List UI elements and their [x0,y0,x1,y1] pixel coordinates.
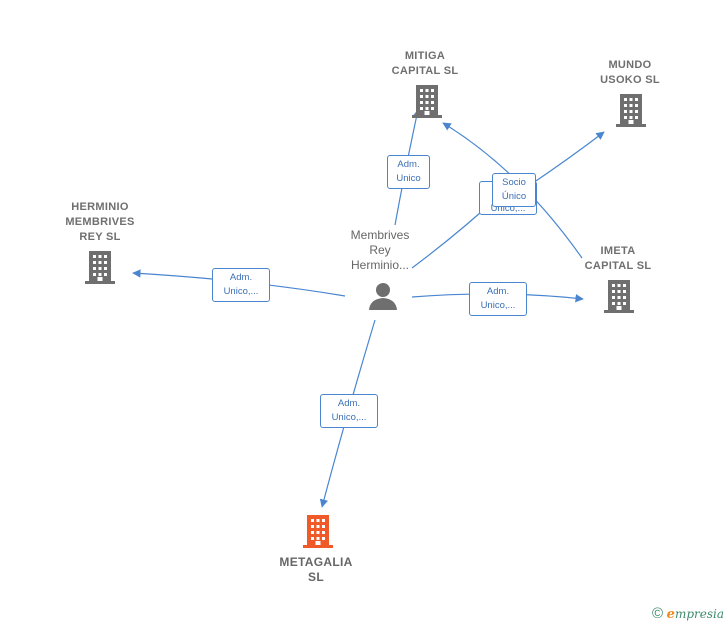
node-label-mundo[interactable]: MUNDO USOKO SL [600,59,660,86]
edge-label-to-metagalia[interactable]: Adm. Unico,... [320,394,378,428]
mundo-building-icon [616,94,646,127]
edge-label-socio[interactable]: Socio Único [492,173,536,207]
copyright-icon: © [651,605,664,622]
node-label-metagalia[interactable]: METAGALIA SL [279,555,353,584]
person-icon [369,283,397,310]
mitiga-building-icon [412,85,442,118]
metagalia-building-icon [303,515,333,548]
edge-label-to-mitiga[interactable]: Adm. Unico [387,155,430,189]
brand-logo-e: e [666,607,675,622]
herminio-building-icon [85,251,115,284]
node-label-imeta[interactable]: IMETA CAPITAL SL [584,245,652,272]
node-label-person[interactable]: Membrives Rey Herminio... [350,228,410,272]
imeta-building-icon [604,280,634,313]
edge-to-mundo [529,131,605,186]
edge-label-to-herminio[interactable]: Adm. Unico,... [212,268,270,302]
brand-logo-text: mpresia [674,607,724,621]
brand-footer: © empresia [652,605,724,622]
edge-label-to-imeta[interactable]: Adm. Unico,... [469,282,527,316]
node-label-mitiga[interactable]: MITIGA CAPITAL SL [391,50,459,77]
node-label-herminio[interactable]: HERMINIO MEMBRIVES REY SL [65,201,135,243]
